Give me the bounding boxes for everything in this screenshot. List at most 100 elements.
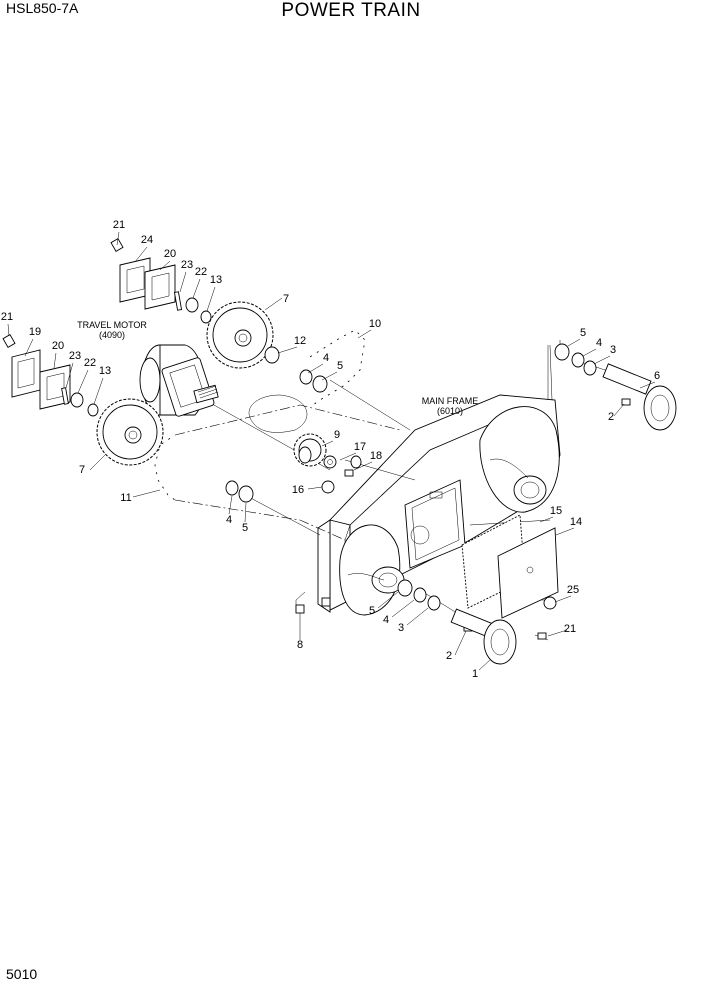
callout-c-14: 14	[570, 516, 582, 528]
callout-c-4b: 4	[226, 514, 232, 526]
callout-c-5c: 5	[580, 327, 586, 339]
travel-motor-caption-line1: TRAVEL MOTOR	[77, 320, 147, 330]
leader-line-c-22a	[192, 278, 201, 299]
callout-labels: 2124202322137211920232213712451091718161…	[1, 219, 660, 680]
leader-line-c-6	[639, 381, 656, 389]
model-code: HSL850-7A	[6, 0, 79, 16]
callout-c-6: 6	[654, 370, 660, 382]
axle-upper	[602, 363, 677, 431]
callout-c-1: 1	[472, 668, 478, 680]
callout-c-4d: 4	[383, 614, 389, 626]
leader-line-c-19	[24, 338, 34, 357]
leader-line-c-5b	[244, 502, 247, 523]
travel-motor-caption-line2: (4090)	[99, 330, 125, 340]
leader-line-c-24	[134, 246, 148, 263]
drive-chain-upper	[304, 328, 367, 407]
callout-c-18: 18	[370, 450, 382, 462]
callout-c-22a: 22	[195, 266, 207, 278]
callout-c-4a: 4	[323, 352, 329, 364]
leader-line-c-4a	[307, 363, 324, 374]
callout-c-10: 10	[369, 318, 381, 330]
leader-line-c-7b	[89, 454, 106, 471]
leader-line-c-2b	[454, 630, 467, 656]
callout-c-7b: 7	[79, 464, 85, 476]
callout-c-17: 17	[354, 441, 366, 453]
callout-c-19: 19	[29, 326, 41, 338]
travel-motor	[139, 344, 219, 417]
callout-c-3a: 3	[610, 344, 616, 356]
leader-line-c-15	[539, 516, 554, 523]
callout-c-8: 8	[297, 639, 303, 651]
leader-line-c-20b	[53, 352, 57, 369]
leader-line-c-4d	[391, 599, 415, 618]
callout-c-24: 24	[141, 234, 153, 246]
sprocket-lower	[96, 398, 164, 466]
leader-line-c-25	[554, 595, 572, 603]
callout-c-12: 12	[294, 335, 306, 347]
leader-line-c-3a	[593, 355, 611, 365]
callout-c-11: 11	[120, 492, 131, 504]
leader-line-c-21b	[7, 323, 10, 337]
callout-c-9: 9	[334, 429, 340, 441]
leader-line-c-4c	[582, 348, 597, 357]
callout-c-13b: 13	[99, 365, 111, 377]
axle-lower	[450, 608, 517, 665]
leader-line-c-21c	[547, 629, 568, 637]
leader-line-c-4b	[228, 495, 233, 515]
leader-line-c-12	[277, 346, 298, 354]
page-number: 5010	[6, 966, 38, 982]
main-frame-caption-line2: (6010)	[437, 406, 463, 416]
callout-c-5a: 5	[337, 360, 343, 372]
leader-line-c-2a	[613, 403, 625, 417]
cover-plates-lower	[2, 334, 71, 410]
callout-c-23a: 23	[181, 259, 193, 271]
gasket-and-cover	[461, 514, 559, 619]
caption-main-frame: MAIN FRAME (6010)	[422, 396, 479, 416]
leader-line-c-11	[132, 489, 161, 498]
drive-chain-lower	[153, 433, 176, 502]
callout-c-3b: 3	[398, 622, 404, 634]
callout-c-21c: 21	[564, 623, 576, 635]
callout-c-2b: 2	[446, 650, 452, 662]
caption-travel-motor: TRAVEL MOTOR (4090)	[77, 320, 147, 340]
hardware	[61, 291, 631, 640]
leader-line-c-5d	[377, 591, 399, 609]
leader-line-c-21a	[116, 231, 120, 246]
leader-line-c-23a	[179, 271, 187, 293]
callout-c-13a: 13	[210, 274, 222, 286]
callout-c-15: 15	[550, 505, 562, 517]
leader-line-c-10	[357, 329, 372, 339]
leader-line-c-17	[339, 452, 357, 461]
leader-line-c-18	[353, 461, 373, 471]
callout-c-21b: 21	[1, 311, 13, 323]
callout-c-22b: 22	[84, 357, 96, 369]
leader-line-c-5c	[567, 338, 581, 347]
leader-line-c-7a	[264, 297, 283, 311]
callout-c-23b: 23	[69, 350, 81, 362]
idler-sprocket	[293, 433, 337, 469]
leader-line-c-9	[321, 440, 334, 447]
leader-line-c-5a	[321, 371, 338, 381]
leader-line-c-16	[307, 486, 323, 490]
callout-c-25: 25	[567, 584, 579, 596]
leader-line-c-13b	[93, 377, 104, 405]
callout-c-21a: 21	[113, 219, 125, 231]
callout-c-4c: 4	[596, 337, 602, 349]
leader-line-c-13a	[206, 286, 216, 312]
callout-c-5d: 5	[369, 605, 375, 617]
callout-c-20a: 20	[164, 248, 176, 260]
callout-c-16: 16	[292, 484, 304, 496]
callout-c-5b: 5	[242, 522, 248, 534]
leader-line-c-14	[555, 527, 575, 536]
leader-line-c-22b	[77, 369, 89, 394]
callout-c-7a: 7	[283, 293, 289, 305]
callout-c-2a: 2	[608, 411, 614, 423]
main-frame	[317, 344, 561, 616]
callout-c-20b: 20	[52, 340, 64, 352]
leader-line-c-23b	[65, 362, 74, 389]
main-frame-caption-line1: MAIN FRAME	[422, 396, 479, 406]
sprocket-upper	[206, 301, 274, 369]
leader-line-c-20a	[159, 260, 171, 271]
leader-line-c-1	[478, 659, 491, 671]
